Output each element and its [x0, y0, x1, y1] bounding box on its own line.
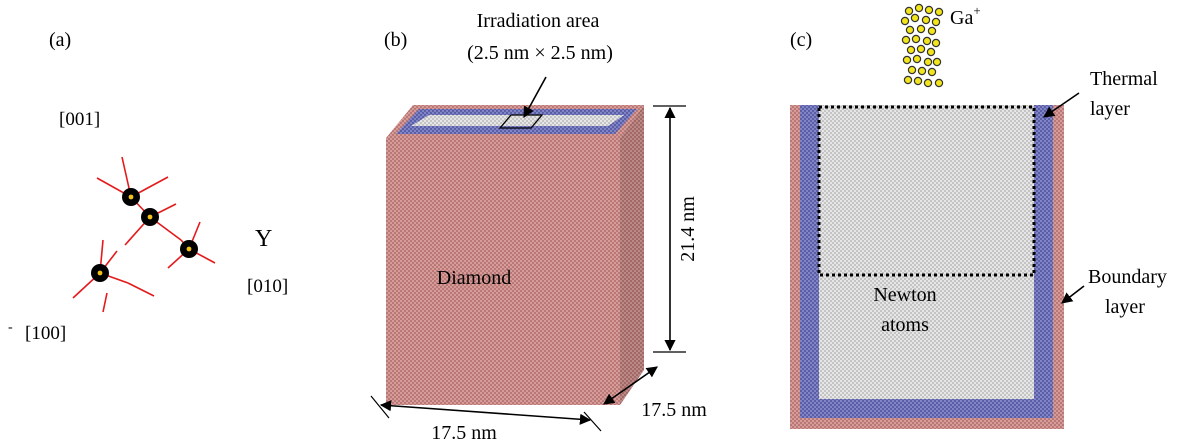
depth-dimension-arrow — [603, 366, 658, 405]
thermal-layer-arrow — [1043, 92, 1080, 118]
axis-y-label: Y — [255, 226, 272, 252]
thermal-layer-label-line1: Thermal — [1090, 68, 1158, 90]
boundary-layer-arrow — [1061, 285, 1085, 304]
direction-010-label: [010] — [247, 276, 288, 297]
newton-atoms-label-line2: atoms — [881, 314, 929, 336]
newton-atoms-label-line1: Newton — [873, 284, 936, 306]
direction-100-label: [100] — [25, 323, 66, 344]
panel-c: (c) Ga+ Newton atoms Thermal layer Bound… — [790, 3, 1167, 429]
newton-atoms-region — [819, 105, 1034, 399]
panel-a: (a) [001] Y [010] [100] - — [8, 29, 288, 344]
width-tick-right — [583, 411, 602, 432]
boundary-layer-label-line1: Boundary — [1088, 266, 1167, 288]
irradiation-pointer-arrow — [523, 76, 547, 118]
overbar-mark: - — [8, 320, 13, 335]
ga-ion-label: Ga+ — [950, 3, 981, 29]
top-newton-region — [411, 115, 624, 126]
right-face — [620, 105, 644, 405]
irradiation-area-title: Irradiation area — [477, 10, 600, 32]
depth-dimension-label: 17.5 nm — [641, 399, 707, 421]
irradiation-area-size: (2.5 nm × 2.5 nm) — [467, 42, 613, 64]
panel-b: (b) Irradiation area (2.5 nm × 2.5 nm) D… — [370, 10, 707, 444]
panel-c-label: (c) — [790, 29, 812, 51]
front-face — [386, 138, 620, 405]
panel-a-label: (a) — [49, 29, 71, 51]
irradiation-area-marker — [498, 114, 544, 129]
boundary-layer-label-line2: layer — [1105, 296, 1145, 318]
height-dimension-label: 21.4 nm — [677, 196, 699, 262]
atom-group — [91, 188, 198, 282]
panel-b-label: (b) — [384, 29, 407, 51]
ga-ion-beam — [900, 3, 944, 88]
bond-network — [72, 156, 216, 313]
direction-001-label: [001] — [59, 109, 100, 130]
width-dimension-label: 17.5 nm — [431, 422, 497, 444]
thermal-layer-label-line2: layer — [1090, 98, 1130, 120]
width-dimension-arrow — [379, 400, 592, 425]
diamond-label: Diamond — [437, 267, 511, 289]
